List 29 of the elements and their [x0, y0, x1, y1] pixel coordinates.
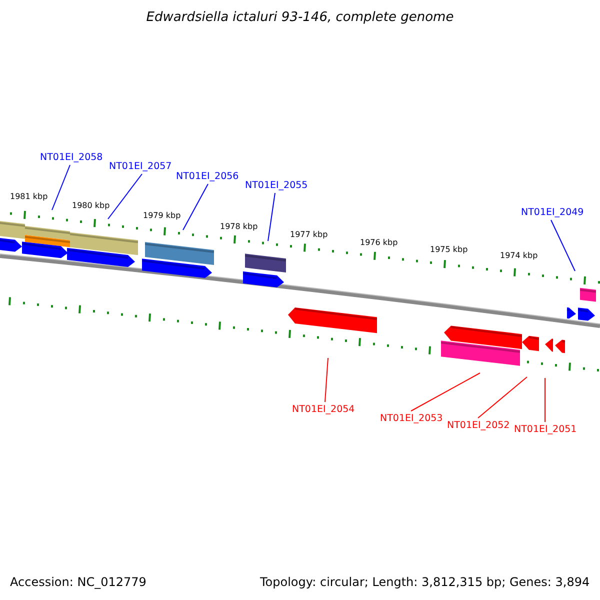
leader-line — [324, 358, 328, 402]
scale-label: 1978 kbp — [220, 222, 258, 232]
leader-line — [478, 376, 528, 418]
gene-label: NT01EI_2057 — [109, 160, 172, 173]
gene-label: NT01EI_2058 — [40, 151, 103, 164]
gene-label: NT01EI_2056 — [176, 170, 239, 183]
footer-text: Topology: circular; Length: 3,812,315 bp; Genes: 3,894 — [260, 576, 590, 589]
scale-label: 1980 kbp — [72, 201, 110, 211]
leader-line — [182, 184, 208, 230]
scale-label: 1975 kbp — [430, 245, 468, 255]
gene-label: NT01EI_2053 — [380, 412, 443, 425]
footer-text: Accession: NC_012779 — [10, 576, 146, 589]
scale-label: 1981 kbp — [10, 192, 48, 202]
gene-label: NT01EI_2054 — [292, 403, 355, 416]
leader-line — [550, 220, 576, 272]
gene-label: NT01EI_2049 — [521, 206, 584, 219]
scale-label: 1976 kbp — [360, 238, 398, 248]
title: Edwardsiella ictaluri 93-146, complete genome — [145, 11, 455, 24]
scale-label: 1974 kbp — [500, 251, 538, 261]
leader-line — [544, 378, 546, 422]
scale-label: 1977 kbp — [290, 230, 328, 240]
leader-line — [108, 174, 142, 220]
gene-label: NT01EI_2052 — [447, 419, 510, 432]
leader-line — [52, 164, 70, 210]
gene-label: NT01EI_2051 — [514, 423, 577, 436]
leader-line — [410, 372, 480, 412]
scale-label: 1979 kbp — [143, 211, 181, 221]
gene-label: NT01EI_2055 — [245, 179, 308, 192]
leader-line — [268, 192, 276, 242]
